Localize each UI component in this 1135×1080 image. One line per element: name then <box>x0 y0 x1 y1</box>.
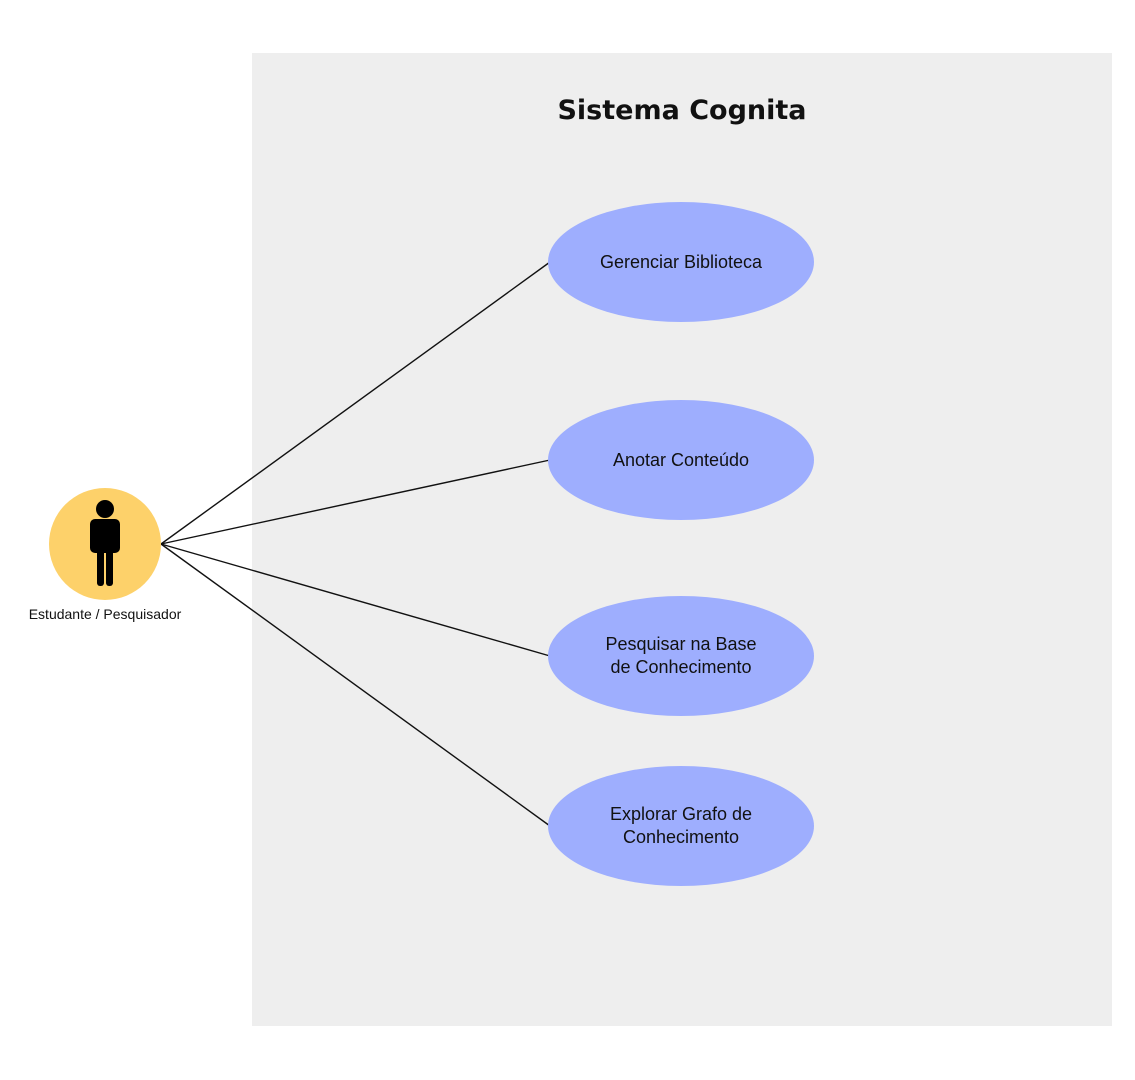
association-line-pesquisar-base <box>160 543 551 657</box>
use-case-label: Explorar Grafo de Conhecimento <box>609 804 753 847</box>
use-case-explorar-grafo-conhecimento[interactable]: Explorar Grafo de Conhecimento <box>548 766 814 886</box>
association-line-gerenciar-biblioteca <box>160 261 551 545</box>
association-line-anotar-conteudo <box>160 459 551 545</box>
use-case-anotar-conteudo[interactable]: Anotar Conteúdo <box>548 400 814 520</box>
system-title: Sistema Cognita <box>557 95 807 126</box>
use-case-label: Anotar Conteúdo <box>612 449 750 470</box>
actor-label: Estudante / Pesquisador <box>28 606 182 622</box>
use-case-label: Pesquisar na Base de Conhecimento <box>605 634 757 677</box>
actor-estudante-pesquisador[interactable] <box>49 488 161 600</box>
use-case-gerenciar-biblioteca[interactable]: Gerenciar Biblioteca <box>548 202 814 322</box>
use-case-pesquisar-base-conhecimento[interactable]: Pesquisar na Base de Conhecimento <box>548 596 814 716</box>
person-icon <box>90 500 120 586</box>
association-line-explorar-grafo <box>160 543 551 827</box>
use-case-label: Gerenciar Biblioteca <box>599 251 763 272</box>
